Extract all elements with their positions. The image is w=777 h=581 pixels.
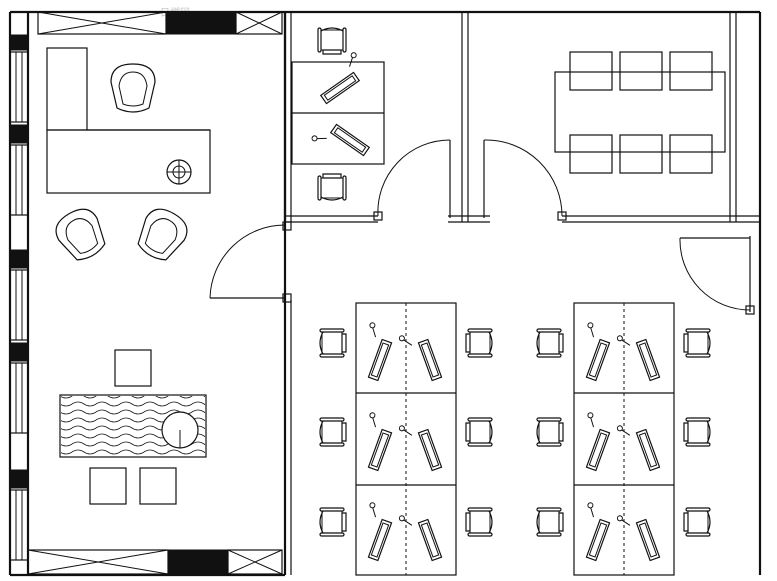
exterior-walls (8, 10, 762, 577)
meeting-room (554, 51, 726, 174)
left-windows (9, 34, 29, 561)
bottom-windows (27, 549, 283, 575)
phone-booth-room (291, 27, 385, 201)
top-windows (37, 11, 283, 35)
interior-partitions (283, 12, 760, 575)
executive-office (46, 47, 211, 267)
doors (209, 139, 755, 315)
lounge-area (59, 349, 207, 505)
workstation-cluster-right (536, 302, 711, 576)
workstation-cluster-left (319, 302, 493, 576)
